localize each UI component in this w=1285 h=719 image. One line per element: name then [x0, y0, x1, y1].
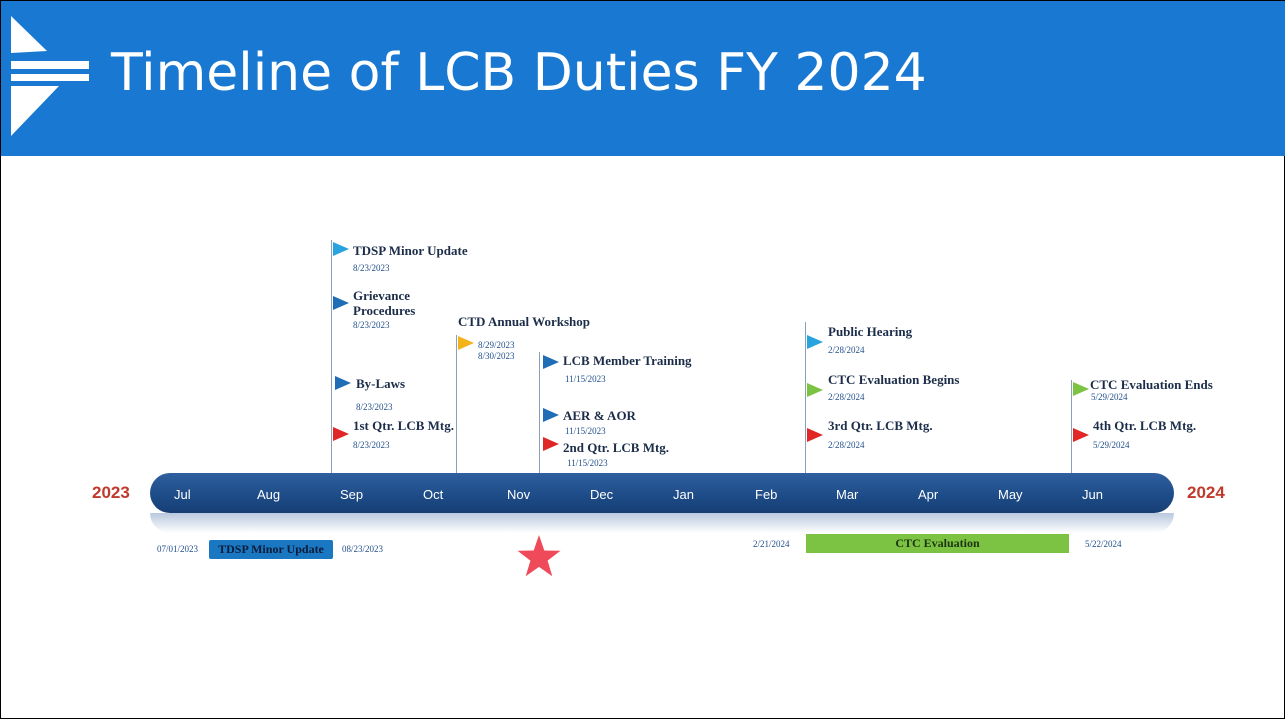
milestone-date: 11/15/2023: [565, 426, 606, 436]
milestone-label-by-laws: By-Laws: [356, 376, 406, 391]
flag-icon: [458, 336, 474, 350]
milestone-label-ctc-eval-begins: CTC Evaluation Begins: [828, 372, 960, 387]
flag-icon: [807, 335, 823, 349]
span-end-date: 08/23/2023: [342, 544, 384, 554]
flag-icon: [335, 376, 351, 390]
flag-icon: [333, 427, 349, 441]
slide-title: Timeline of LCB Duties FY 2024: [111, 43, 927, 103]
milestone-label-tdsp-minor-update: TDSP Minor Update: [353, 243, 468, 258]
end-year: 2024: [1187, 483, 1225, 502]
slide-header: Timeline of LCB Duties FY 2024: [1, 1, 1285, 156]
month-aug: Aug: [257, 487, 281, 502]
flag-icon: [1073, 382, 1089, 396]
span-start-date: 07/01/2023: [157, 544, 199, 554]
month-dec: Dec: [590, 487, 614, 502]
milestone-line-nov15: [539, 352, 540, 473]
milestone-date: 8/29/2023: [478, 340, 515, 350]
milestone-label-ctd-workshop: CTD Annual Workshop: [458, 314, 590, 329]
milestone-label-3rd-qtr: 3rd Qtr. LCB Mtg.: [828, 418, 933, 433]
span-end-date: 5/22/2024: [1085, 539, 1122, 549]
milestone-line-aug29: [456, 335, 457, 473]
arrow-logo-icon: [11, 16, 89, 136]
start-year: 2023: [92, 483, 130, 502]
milestone-date: 11/15/2023: [567, 458, 608, 468]
month-jun: Jun: [1082, 487, 1103, 502]
milestone-label-ctc-eval-ends: CTC Evaluation Ends: [1090, 377, 1213, 392]
month-sep: Sep: [340, 487, 364, 502]
month-nov: Nov: [507, 487, 531, 502]
month-jul: Jul: [174, 487, 191, 502]
milestone-date-end: 8/30/2023: [478, 351, 515, 361]
span-bar-tdsp-minor-update: TDSP Minor Update: [209, 540, 333, 559]
flag-icon: [807, 383, 823, 397]
flag-icon: [333, 296, 349, 310]
span-bar-ctc-evaluation: CTC Evaluation: [806, 534, 1069, 553]
milestone-line-may29: [1071, 380, 1072, 473]
timeline-band: [150, 473, 1174, 513]
flag-icon: [543, 437, 559, 451]
milestone-date: 8/23/2023: [353, 263, 390, 273]
month-apr: Apr: [918, 487, 939, 502]
flag-icon: [807, 428, 823, 442]
flag-icon: [543, 408, 559, 422]
milestone-date: 8/23/2023: [353, 320, 390, 330]
milestone-label-grievance-line1: Grievance: [353, 288, 411, 303]
milestone-label-lcb-member-training: LCB Member Training: [563, 353, 692, 368]
milestone-label-aer-aor: AER & AOR: [563, 408, 636, 423]
milestone-date: 11/15/2023: [565, 374, 606, 384]
milestone-label-1st-qtr: 1st Qtr. LCB Mtg.: [353, 418, 454, 433]
milestone-date: 8/23/2023: [356, 402, 393, 412]
milestone-label-public-hearing: Public Hearing: [828, 324, 913, 339]
star-icon: [517, 535, 561, 577]
flag-icon: [333, 242, 349, 256]
month-jan: Jan: [673, 487, 694, 502]
milestone-line-aug23: [331, 240, 332, 473]
month-feb: Feb: [755, 487, 778, 502]
milestone-date: 5/29/2024: [1091, 392, 1128, 402]
milestone-date: 8/23/2023: [353, 440, 390, 450]
milestone-label-4th-qtr: 4th Qtr. LCB Mtg.: [1093, 418, 1197, 433]
flag-icon: [1073, 428, 1089, 442]
milestone-label-grievance-line2: Procedures: [353, 303, 416, 318]
milestone-date: 2/28/2024: [828, 345, 865, 355]
month-may: May: [998, 487, 1023, 502]
milestone-label-2nd-qtr: 2nd Qtr. LCB Mtg.: [563, 440, 670, 455]
milestone-line-feb28: [805, 322, 806, 473]
flag-icon: [543, 355, 559, 369]
month-mar: Mar: [836, 487, 859, 502]
span-start-date: 2/21/2024: [753, 539, 790, 549]
milestone-date: 2/28/2024: [828, 392, 865, 402]
month-oct: Oct: [423, 487, 444, 502]
milestone-date: 5/29/2024: [1093, 440, 1130, 450]
milestone-date: 2/28/2024: [828, 440, 865, 450]
timeline-band-reflection: [150, 513, 1174, 533]
